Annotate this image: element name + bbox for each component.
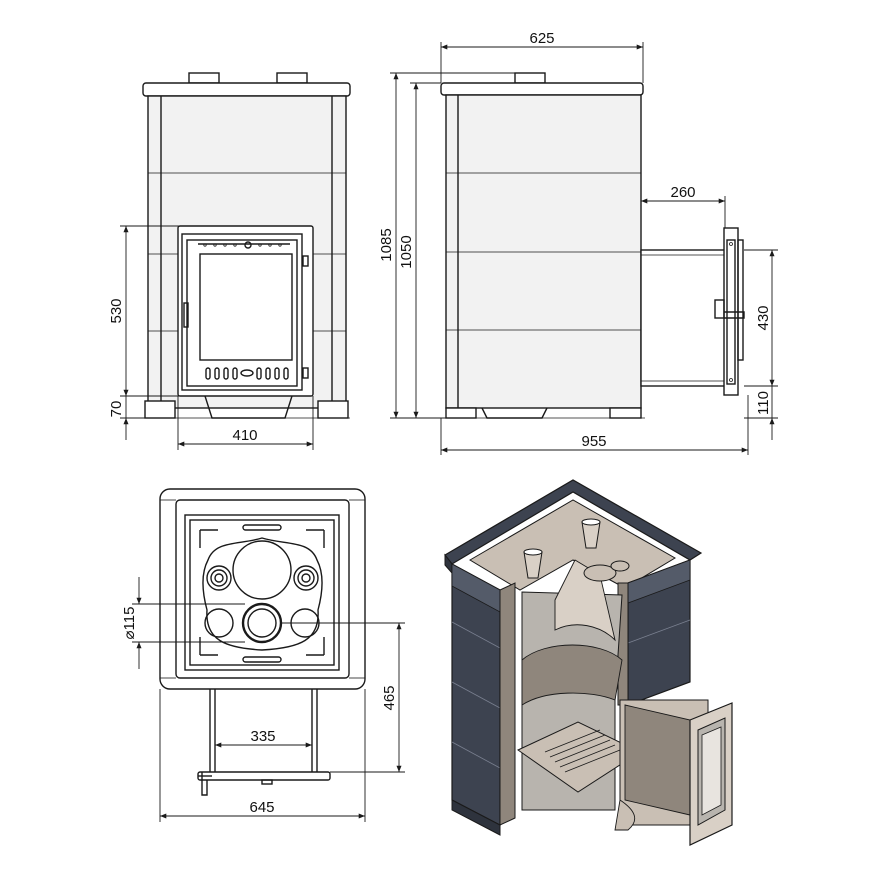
cutaway-3d-view xyxy=(444,479,733,846)
front-view: 530 70 410 xyxy=(108,72,351,450)
dim-flue-diameter: ⌀115 xyxy=(121,607,138,640)
dim-335: 335 xyxy=(250,728,275,745)
door-vent-dots-top xyxy=(203,241,282,249)
dim-1050: 1050 xyxy=(398,235,415,268)
top-view: ⌀115 465 335 645 xyxy=(121,488,405,822)
dim-430: 430 xyxy=(755,305,772,330)
dim-70: 70 xyxy=(108,401,125,418)
dim-645: 645 xyxy=(249,799,274,816)
dim-260: 260 xyxy=(670,184,695,201)
dim-410: 410 xyxy=(232,427,257,444)
dim-110: 110 xyxy=(755,391,772,415)
dim-530: 530 xyxy=(108,298,125,323)
dim-955: 955 xyxy=(581,433,606,450)
dim-1085: 1085 xyxy=(378,228,395,261)
grate-bars xyxy=(544,729,621,773)
dim-625: 625 xyxy=(529,30,554,47)
ash-door-vents xyxy=(205,367,289,380)
dim-465: 465 xyxy=(381,685,398,710)
side-view: 625 1085 1050 260 430 110 955 xyxy=(378,30,778,455)
